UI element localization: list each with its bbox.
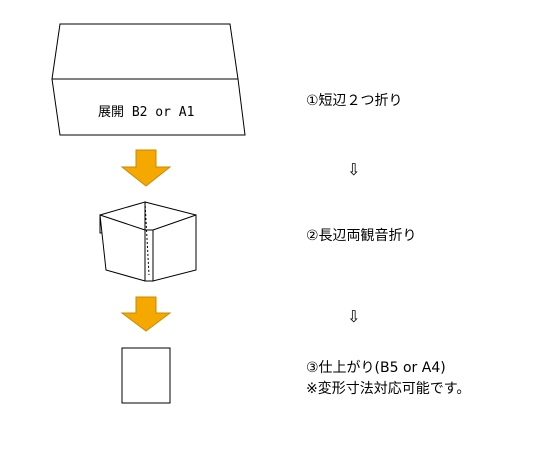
down-arrow-outline-icon: ⇩	[347, 307, 361, 326]
gatefold-box	[99, 201, 197, 282]
down-arrow-outline-icon: ⇩	[347, 160, 361, 179]
sheet-top-panel	[51, 23, 239, 80]
unfolded-sheet	[51, 23, 246, 136]
gatefold-center-gap	[144, 229, 154, 282]
step-3-note: ※変形寸法対応可能です。	[306, 381, 471, 397]
down-arrow-orange-shape	[120, 149, 172, 187]
down-arrow-orange	[120, 149, 172, 187]
gatefold-center-fold	[144, 201, 150, 276]
step-1-label: ①短辺２つ折り	[306, 93, 403, 109]
down-arrow-orange-shape	[120, 296, 172, 332]
down-arrow-orange	[120, 296, 172, 332]
step-3-label: ③仕上がり(B5 or A4)	[306, 360, 446, 376]
finished-sheet	[121, 347, 171, 404]
sheet-label: 展開 B2 or A1	[98, 105, 195, 120]
step-2-label: ②長辺両観音折り	[306, 228, 417, 244]
